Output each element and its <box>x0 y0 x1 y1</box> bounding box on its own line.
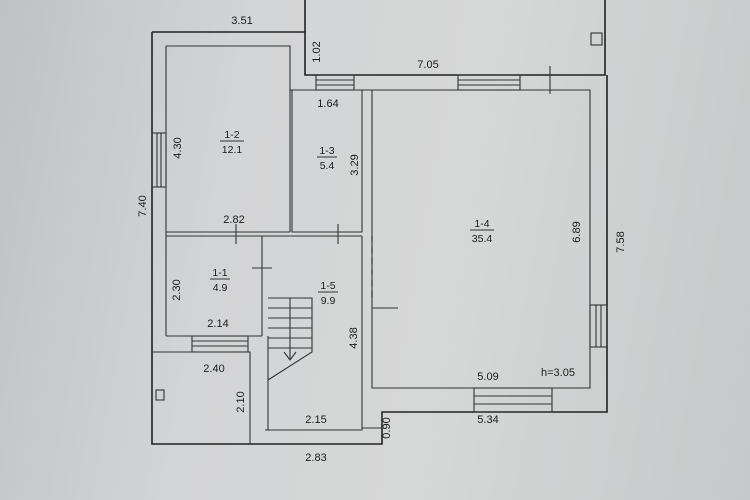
dim-step-offset: 0.90 <box>381 417 393 438</box>
interior-walls <box>166 90 398 430</box>
dim-room14-width-inner: 5.09 <box>477 371 498 383</box>
dim-room11-width: 2.14 <box>207 318 228 330</box>
room-1-5-id: 1-5 <box>320 280 335 292</box>
windows <box>151 74 608 413</box>
dim-room11-height: 2.30 <box>171 279 183 300</box>
room-1-5-area: 9.9 <box>321 295 336 307</box>
dim-room13-height: 3.29 <box>349 154 361 175</box>
room-1-1-area: 4.9 <box>213 282 228 294</box>
room-labels: 1-1 4.9 1-2 12.1 1-3 5.4 1-4 35.4 1-5 <box>210 129 494 307</box>
dim-room14-height: 6.89 <box>571 221 583 242</box>
dimension-labels: 3.51 1.02 7.05 1.64 4.30 7.40 3.29 2.82 … <box>137 15 627 464</box>
dim-room12-width: 2.82 <box>223 214 244 226</box>
room-1-2-id: 1-2 <box>224 129 239 141</box>
room-1-3-area: 5.4 <box>320 160 335 172</box>
dim-upper-offset: 1.02 <box>311 41 323 62</box>
dim-left-total-height: 7.40 <box>137 195 149 216</box>
ceiling-height-label: h=3.05 <box>541 367 575 379</box>
door-marks <box>235 66 551 269</box>
dim-top-right-width: 7.05 <box>417 59 438 71</box>
dim-vestibule-height: 2.10 <box>235 391 247 412</box>
dim-top-left-width: 3.51 <box>231 15 252 27</box>
room-1-2-label: 1-2 12.1 <box>220 129 244 156</box>
room-1-4-area: 35.4 <box>472 233 493 245</box>
outer-walls <box>151 0 608 445</box>
dim-room12-height: 4.30 <box>172 137 184 158</box>
dim-right-total-height: 7.58 <box>615 231 627 252</box>
room-1-1-id: 1-1 <box>212 267 227 279</box>
room-1-3-id: 1-3 <box>319 145 334 157</box>
room-1-2-area: 12.1 <box>222 144 243 156</box>
room-1-4-id: 1-4 <box>474 218 489 230</box>
dim-stair-height: 4.38 <box>348 327 360 348</box>
staircase <box>267 297 313 381</box>
room-1-3-label: 1-3 5.4 <box>317 145 337 172</box>
dim-bottom-width: 2.83 <box>305 452 326 464</box>
room-1-1-label: 1-1 4.9 <box>210 267 230 294</box>
dim-vestibule-width: 2.40 <box>203 363 224 375</box>
dim-room14-width-outer: 5.34 <box>477 414 498 426</box>
dim-corridor-width: 1.64 <box>317 98 338 110</box>
dim-stair-width: 2.15 <box>305 414 326 426</box>
room-1-5-label: 1-5 9.9 <box>318 280 338 307</box>
room-1-4-label: 1-4 35.4 <box>470 218 494 245</box>
